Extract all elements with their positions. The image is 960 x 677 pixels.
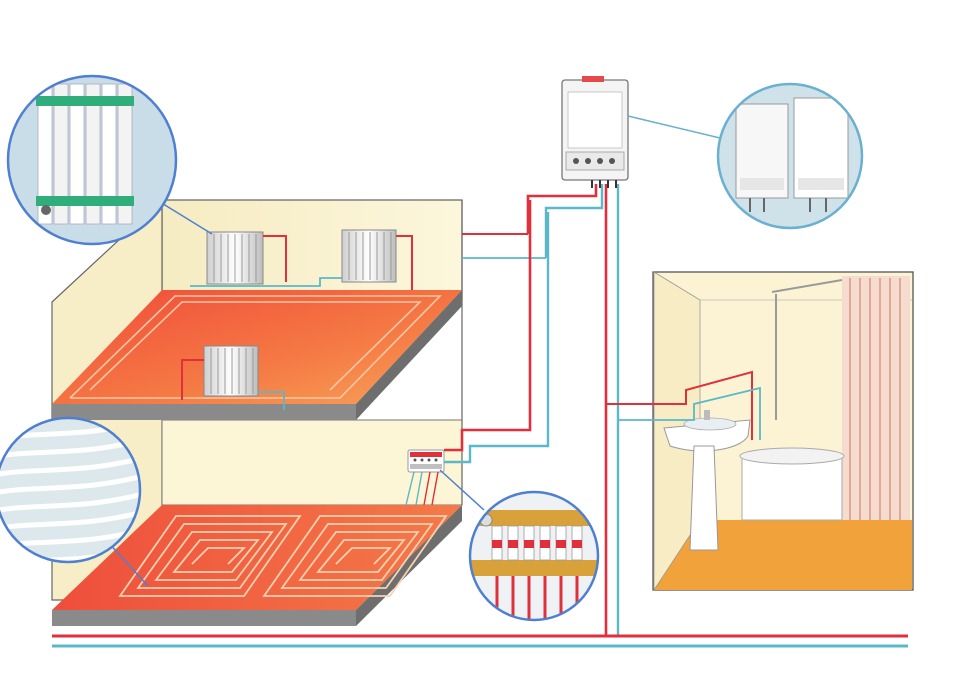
- radiator-zoom: [6, 74, 178, 246]
- bathroom-return-pipe: [618, 386, 761, 440]
- shower-rail: [771, 279, 843, 293]
- bathroom-floor: [654, 520, 912, 590]
- bathroom-supply-pipe: [606, 370, 753, 440]
- lower-floor-edge-front: [52, 610, 356, 626]
- upper-floor-edge-front: [52, 404, 356, 420]
- supply-riser-pipes: [444, 184, 608, 636]
- wall-boiler: [561, 76, 629, 188]
- house: [51, 198, 546, 626]
- upper-floor-edge-side: [356, 290, 462, 420]
- pedestal-sink: [663, 410, 751, 551]
- manifold-zoom: [468, 490, 600, 622]
- boiler-zoom: [716, 82, 864, 230]
- radiator-1: [206, 231, 264, 285]
- radiator-3: [203, 345, 259, 397]
- radiator-supply-pipes: [181, 233, 528, 400]
- radiator-return-pipes: [190, 257, 546, 410]
- upper-floor-pipe-loop: [69, 295, 442, 399]
- floor-heating-coil: [118, 515, 448, 597]
- callout-lines: [105, 115, 721, 587]
- radiator-2: [341, 229, 397, 283]
- manifold: [405, 449, 445, 506]
- return-riser-pipes: [444, 184, 620, 636]
- bathtub: [739, 447, 845, 521]
- bathroom: [606, 271, 914, 592]
- shower-curtain: [842, 276, 910, 520]
